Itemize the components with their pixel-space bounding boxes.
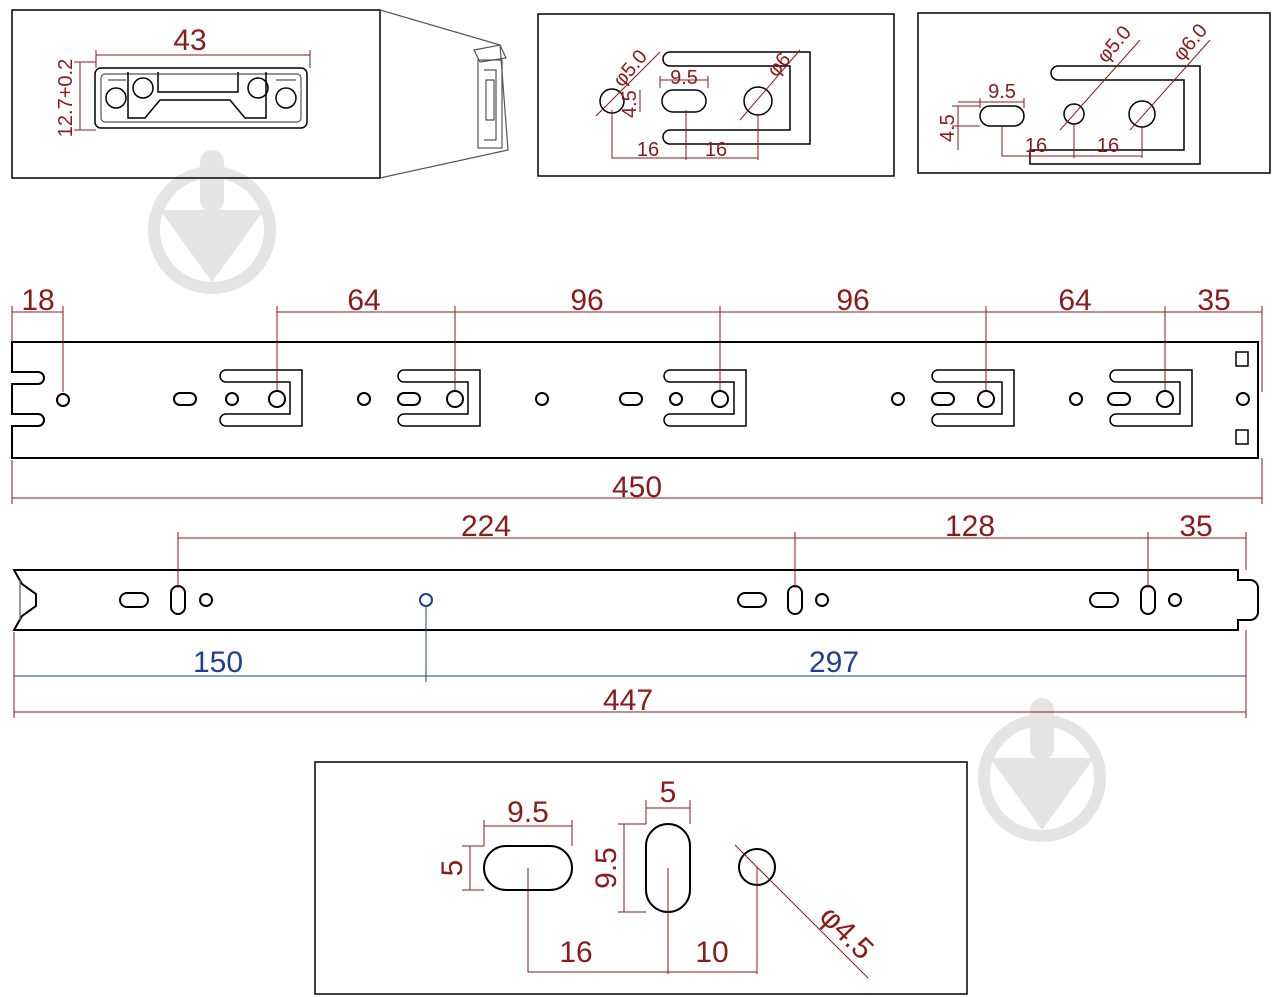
profile-height-label: 12.7+0.2 xyxy=(55,59,77,137)
detail-spacing-1-label: 16 xyxy=(559,936,592,969)
detail-a-slot-length-label: 9.5 xyxy=(670,67,698,89)
detail-v-slot-width-label: 5 xyxy=(660,776,677,809)
drawer-spacing-4-label: 96 xyxy=(836,284,869,317)
drawer-spacing-2-label: 64 xyxy=(347,284,380,317)
rail-slot-group xyxy=(173,369,303,427)
drawer-total-length-label: 450 xyxy=(612,471,662,504)
drawer-rail xyxy=(11,306,1263,504)
cabinet-total-length-label: 447 xyxy=(603,684,653,717)
profile-width-label: 43 xyxy=(173,24,206,57)
detail-b-slot-width-label: 4.5 xyxy=(937,114,959,142)
detail-b-hole-dia2-label: φ6.0 xyxy=(1169,20,1212,65)
drawer-spacing-1-label: 18 xyxy=(21,284,54,317)
detail-a-slot-width-label: 4.5 xyxy=(619,90,641,118)
detail-b-spacing-2-label: 16 xyxy=(1097,135,1119,157)
drawer-spacing-6-label: 35 xyxy=(1197,284,1230,317)
detail-h-slot-width-label: 5 xyxy=(436,860,469,877)
slot-detail-a xyxy=(537,13,895,177)
drawer-spacing-3-label: 96 xyxy=(570,284,603,317)
rail-slot-group xyxy=(891,369,1015,427)
cabinet-hole-group xyxy=(737,585,829,615)
detail-b-hole-dia-label: φ5.0 xyxy=(1093,22,1136,67)
watermark-logo-icon xyxy=(978,698,1106,842)
watermark-logo-icon xyxy=(148,150,276,294)
cabinet-hole-group xyxy=(1089,585,1182,615)
detail-hole-dia-label: φ4.5 xyxy=(813,900,880,967)
cabinet-spacing-1-label: 224 xyxy=(461,510,511,543)
detail-b-spacing-1-label: 16 xyxy=(1025,135,1047,157)
rail-slot-group xyxy=(357,369,481,427)
detail-v-slot-length-label: 9.5 xyxy=(590,847,623,889)
cabinet-spacing-3-label: 35 xyxy=(1179,510,1212,543)
detail-a-spacing-2-label: 16 xyxy=(705,139,727,161)
cabinet-spacing-2-label: 128 xyxy=(945,510,995,543)
detail-a-spacing-1-label: 16 xyxy=(637,139,659,161)
cabinet-position-left-label: 150 xyxy=(193,646,243,679)
detail-a-hole-dia-label: φ5.0 xyxy=(609,46,652,91)
profile-view xyxy=(11,9,509,179)
detail-b-slot-length-label: 9.5 xyxy=(988,81,1016,103)
cabinet-position-right-label: 297 xyxy=(809,646,859,679)
detail-spacing-2-label: 10 xyxy=(695,936,728,969)
detail-h-slot-length-label: 9.5 xyxy=(507,796,549,829)
rail-slot-group xyxy=(1069,369,1193,427)
cabinet-rail xyxy=(12,532,1259,718)
rail-slot-group xyxy=(535,369,747,427)
drawer-spacing-5-label: 64 xyxy=(1058,284,1091,317)
cabinet-hole-group xyxy=(119,585,213,615)
slot-detail-b xyxy=(917,12,1271,174)
hole-detail xyxy=(314,761,968,995)
